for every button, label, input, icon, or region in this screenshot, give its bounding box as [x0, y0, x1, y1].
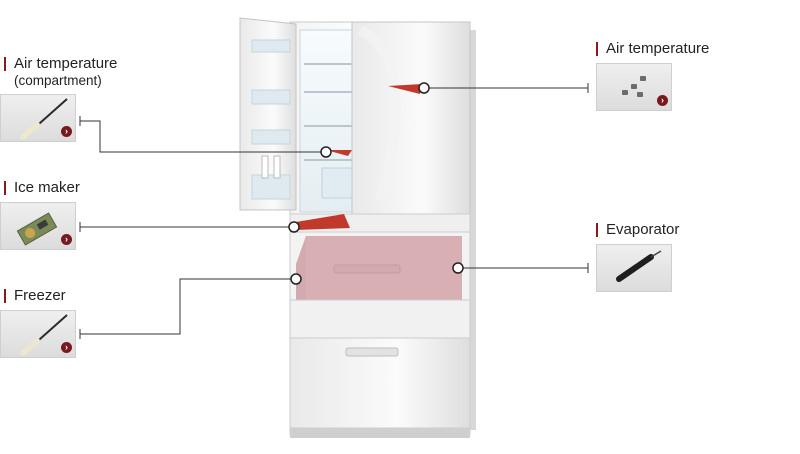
fridge-interior: [299, 29, 353, 213]
air-temperature-label: Air temperature: [596, 40, 709, 57]
ice-maker-title: Ice maker: [14, 179, 80, 196]
air-temperature-title: Air temperature: [606, 40, 710, 57]
sensor-mark-compartment: [326, 150, 352, 156]
callout-lines: [79, 83, 589, 339]
callout-dots: [288, 82, 464, 285]
air-compartment-title: Air temperature: [14, 55, 118, 72]
sensor-mark-icemaker: [296, 214, 350, 230]
air-temperature-sensor-thumbnail[interactable]: ›: [596, 63, 672, 111]
evaporator-sensor-thumbnail[interactable]: [596, 244, 672, 292]
open-left-door: [239, 17, 297, 211]
ice-maker-label: Ice maker: [4, 179, 80, 196]
chevron-right-icon[interactable]: ›: [657, 95, 668, 106]
freezer-zone: [296, 236, 306, 302]
freezer-drawer: [289, 299, 471, 429]
freezer-title: Freezer: [14, 287, 66, 304]
cylindrical-probe-icon: [616, 250, 662, 282]
probe-sensor-icon: [20, 98, 68, 140]
evaporator-title: Evaporator: [606, 221, 680, 238]
air-compartment-subtitle: (compartment): [14, 73, 102, 88]
ice-maker-sensor-thumbnail[interactable]: ›: [0, 202, 76, 250]
chevron-right-icon[interactable]: ›: [61, 234, 72, 245]
evaporator-zone: [306, 236, 462, 302]
right-door: [351, 21, 471, 215]
chevron-right-icon[interactable]: ›: [61, 126, 72, 137]
circuit-board-sensor-icon: [16, 212, 58, 246]
freezer-label: Freezer: [4, 287, 66, 304]
air-compartment-sensor-thumbnail[interactable]: ›: [0, 94, 76, 142]
small-sensors-icon: [622, 76, 646, 97]
chevron-right-icon[interactable]: ›: [61, 342, 72, 353]
probe-sensor-icon: [20, 314, 68, 356]
air-compartment-label: Air temperature (compartment): [4, 55, 117, 89]
freezer-sensor-thumbnail[interactable]: ›: [0, 310, 76, 358]
evaporator-label: Evaporator: [596, 221, 679, 238]
sensor-mark-air: [388, 84, 422, 94]
